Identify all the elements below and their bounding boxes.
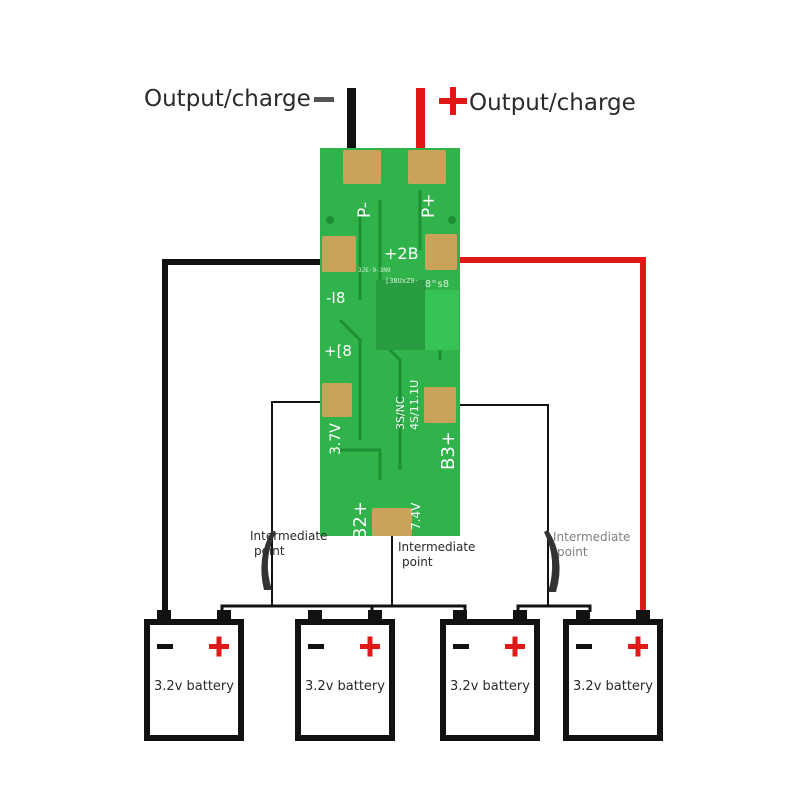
battery-row: 3.2v battery 3.2v battery 3.2v battery 3.2v… bbox=[144, 610, 663, 741]
battery-label: 3.2v battery bbox=[154, 679, 234, 694]
pcb-label-minus-b: -I8 bbox=[326, 289, 345, 307]
output-negative-sign bbox=[314, 97, 334, 102]
pcb-label-p-minus: P- bbox=[355, 202, 375, 218]
pcb-label-b2: B2+ bbox=[350, 501, 371, 540]
battery: 3.2v battery bbox=[563, 610, 663, 741]
battery: 3.2v battery bbox=[440, 610, 540, 741]
pad-b2 bbox=[372, 508, 412, 536]
pcb-label-plus-b: +[8 bbox=[324, 342, 352, 360]
battery-plus-icon bbox=[505, 636, 525, 657]
battery: 3.2v battery bbox=[144, 610, 244, 741]
balance-wire-b3 bbox=[452, 404, 549, 606]
series-link-3-4 bbox=[516, 604, 592, 612]
pad-2b bbox=[425, 234, 457, 270]
pcb-label-b3: B3+ bbox=[438, 431, 459, 470]
battery-minus-icon bbox=[308, 644, 324, 649]
pcb-label-7v4: 7.4V bbox=[409, 502, 423, 530]
battery: 3.2v battery bbox=[295, 610, 395, 741]
balance-wire-3v7 bbox=[271, 401, 322, 606]
output-positive-label: Output/charge bbox=[469, 90, 636, 116]
battery-minus-icon bbox=[576, 644, 592, 649]
pad-b-minus bbox=[322, 236, 356, 272]
battery-body bbox=[295, 619, 395, 741]
pcb-marking-b: [38UxZ9- bbox=[385, 277, 419, 285]
battery-label: 3.2v battery bbox=[305, 679, 385, 694]
pcb-label-2b: +2B bbox=[384, 244, 419, 263]
pcb-marking-a: 8"s8 bbox=[425, 279, 449, 290]
pcb-label-4s: 4S/11.1U bbox=[408, 380, 421, 430]
pad-b3 bbox=[424, 387, 456, 423]
battery-body bbox=[144, 619, 244, 741]
battery-minus-icon bbox=[157, 644, 173, 649]
wire-bend-right bbox=[544, 530, 560, 592]
battery-body bbox=[563, 619, 663, 741]
battery-plus-icon bbox=[209, 636, 229, 657]
pcb-label-3v7: 3.7V bbox=[328, 423, 344, 455]
output-positive-sign bbox=[439, 87, 467, 115]
battery-plus-icon bbox=[360, 636, 380, 657]
battery-label: 3.2v battery bbox=[573, 679, 653, 694]
wire-bend-left bbox=[261, 530, 276, 590]
output-negative-wire bbox=[347, 88, 356, 170]
pcb-label-p-plus: P+ bbox=[419, 194, 439, 219]
pad-3v7 bbox=[322, 383, 352, 417]
pad-p-minus bbox=[343, 150, 381, 184]
battery-plus-icon bbox=[628, 636, 648, 657]
battery-label: 3.2v battery bbox=[450, 679, 530, 694]
battery-body bbox=[440, 619, 540, 741]
output-positive-wire bbox=[416, 88, 425, 170]
pcb-marking-c: 3JE-9-3N9 bbox=[358, 267, 391, 274]
bms-board bbox=[320, 148, 460, 536]
pad-p-plus bbox=[408, 150, 446, 184]
output-negative-label: Output/charge bbox=[144, 86, 311, 112]
series-link-2-3 bbox=[372, 604, 467, 612]
b-plus-wire bbox=[455, 257, 646, 612]
series-link-1-2 bbox=[220, 604, 374, 612]
output-positive-sign-text: + bbox=[0, 0, 1, 1]
output-negative-sign-text: - bbox=[0, 0, 1, 1]
battery-minus-icon bbox=[453, 644, 469, 649]
b-minus-wire bbox=[162, 259, 325, 612]
pcb-label-3s: 3S/NC bbox=[394, 396, 407, 430]
